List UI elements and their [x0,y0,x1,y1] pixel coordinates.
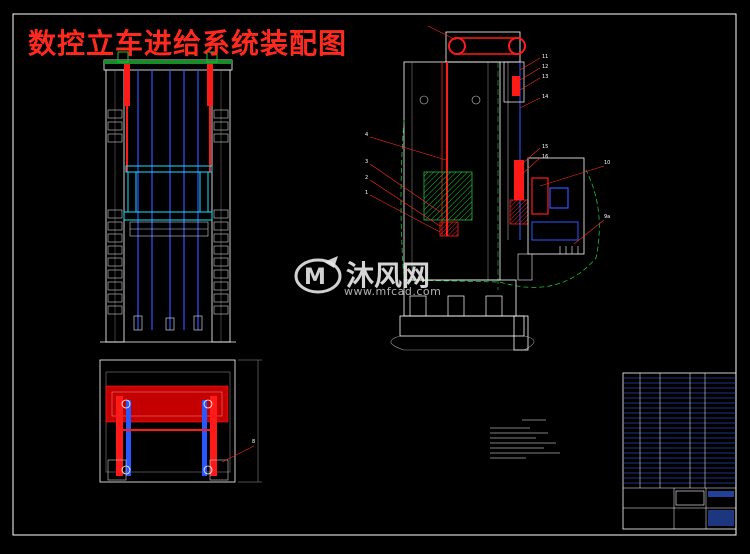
svg-text:14: 14 [542,94,548,100]
svg-text:10: 10 [604,160,610,166]
svg-text:15: 15 [542,144,548,150]
top-view: 8 [99,359,262,483]
svg-text:1: 1 [365,190,368,196]
front-view [100,51,236,343]
svg-text:11: 11 [542,54,548,60]
svg-text:3: 3 [365,159,368,165]
svg-text:M: M [304,265,326,290]
svg-text:4: 4 [365,132,368,138]
svg-text:9a: 9a [604,214,610,220]
title-block [622,372,737,530]
svg-text:16: 16 [542,154,548,160]
drawing-border [12,13,737,536]
svg-text:12: 12 [542,64,548,70]
svg-text:2: 2 [365,175,368,181]
watermark-url: www.mfcad.com [344,285,442,298]
svg-text:13: 13 [542,74,548,80]
mufeng-logo-icon: M [294,256,342,294]
watermark-name: 沐风网 [346,259,431,292]
svg-text:8: 8 [252,439,255,445]
section-view: 4 3 2 1 10 9a 11 12 13 14 15 16 [365,25,610,351]
technical-notes [490,419,560,459]
drawing-title: 数控立车进给系统装配图 [28,27,348,60]
